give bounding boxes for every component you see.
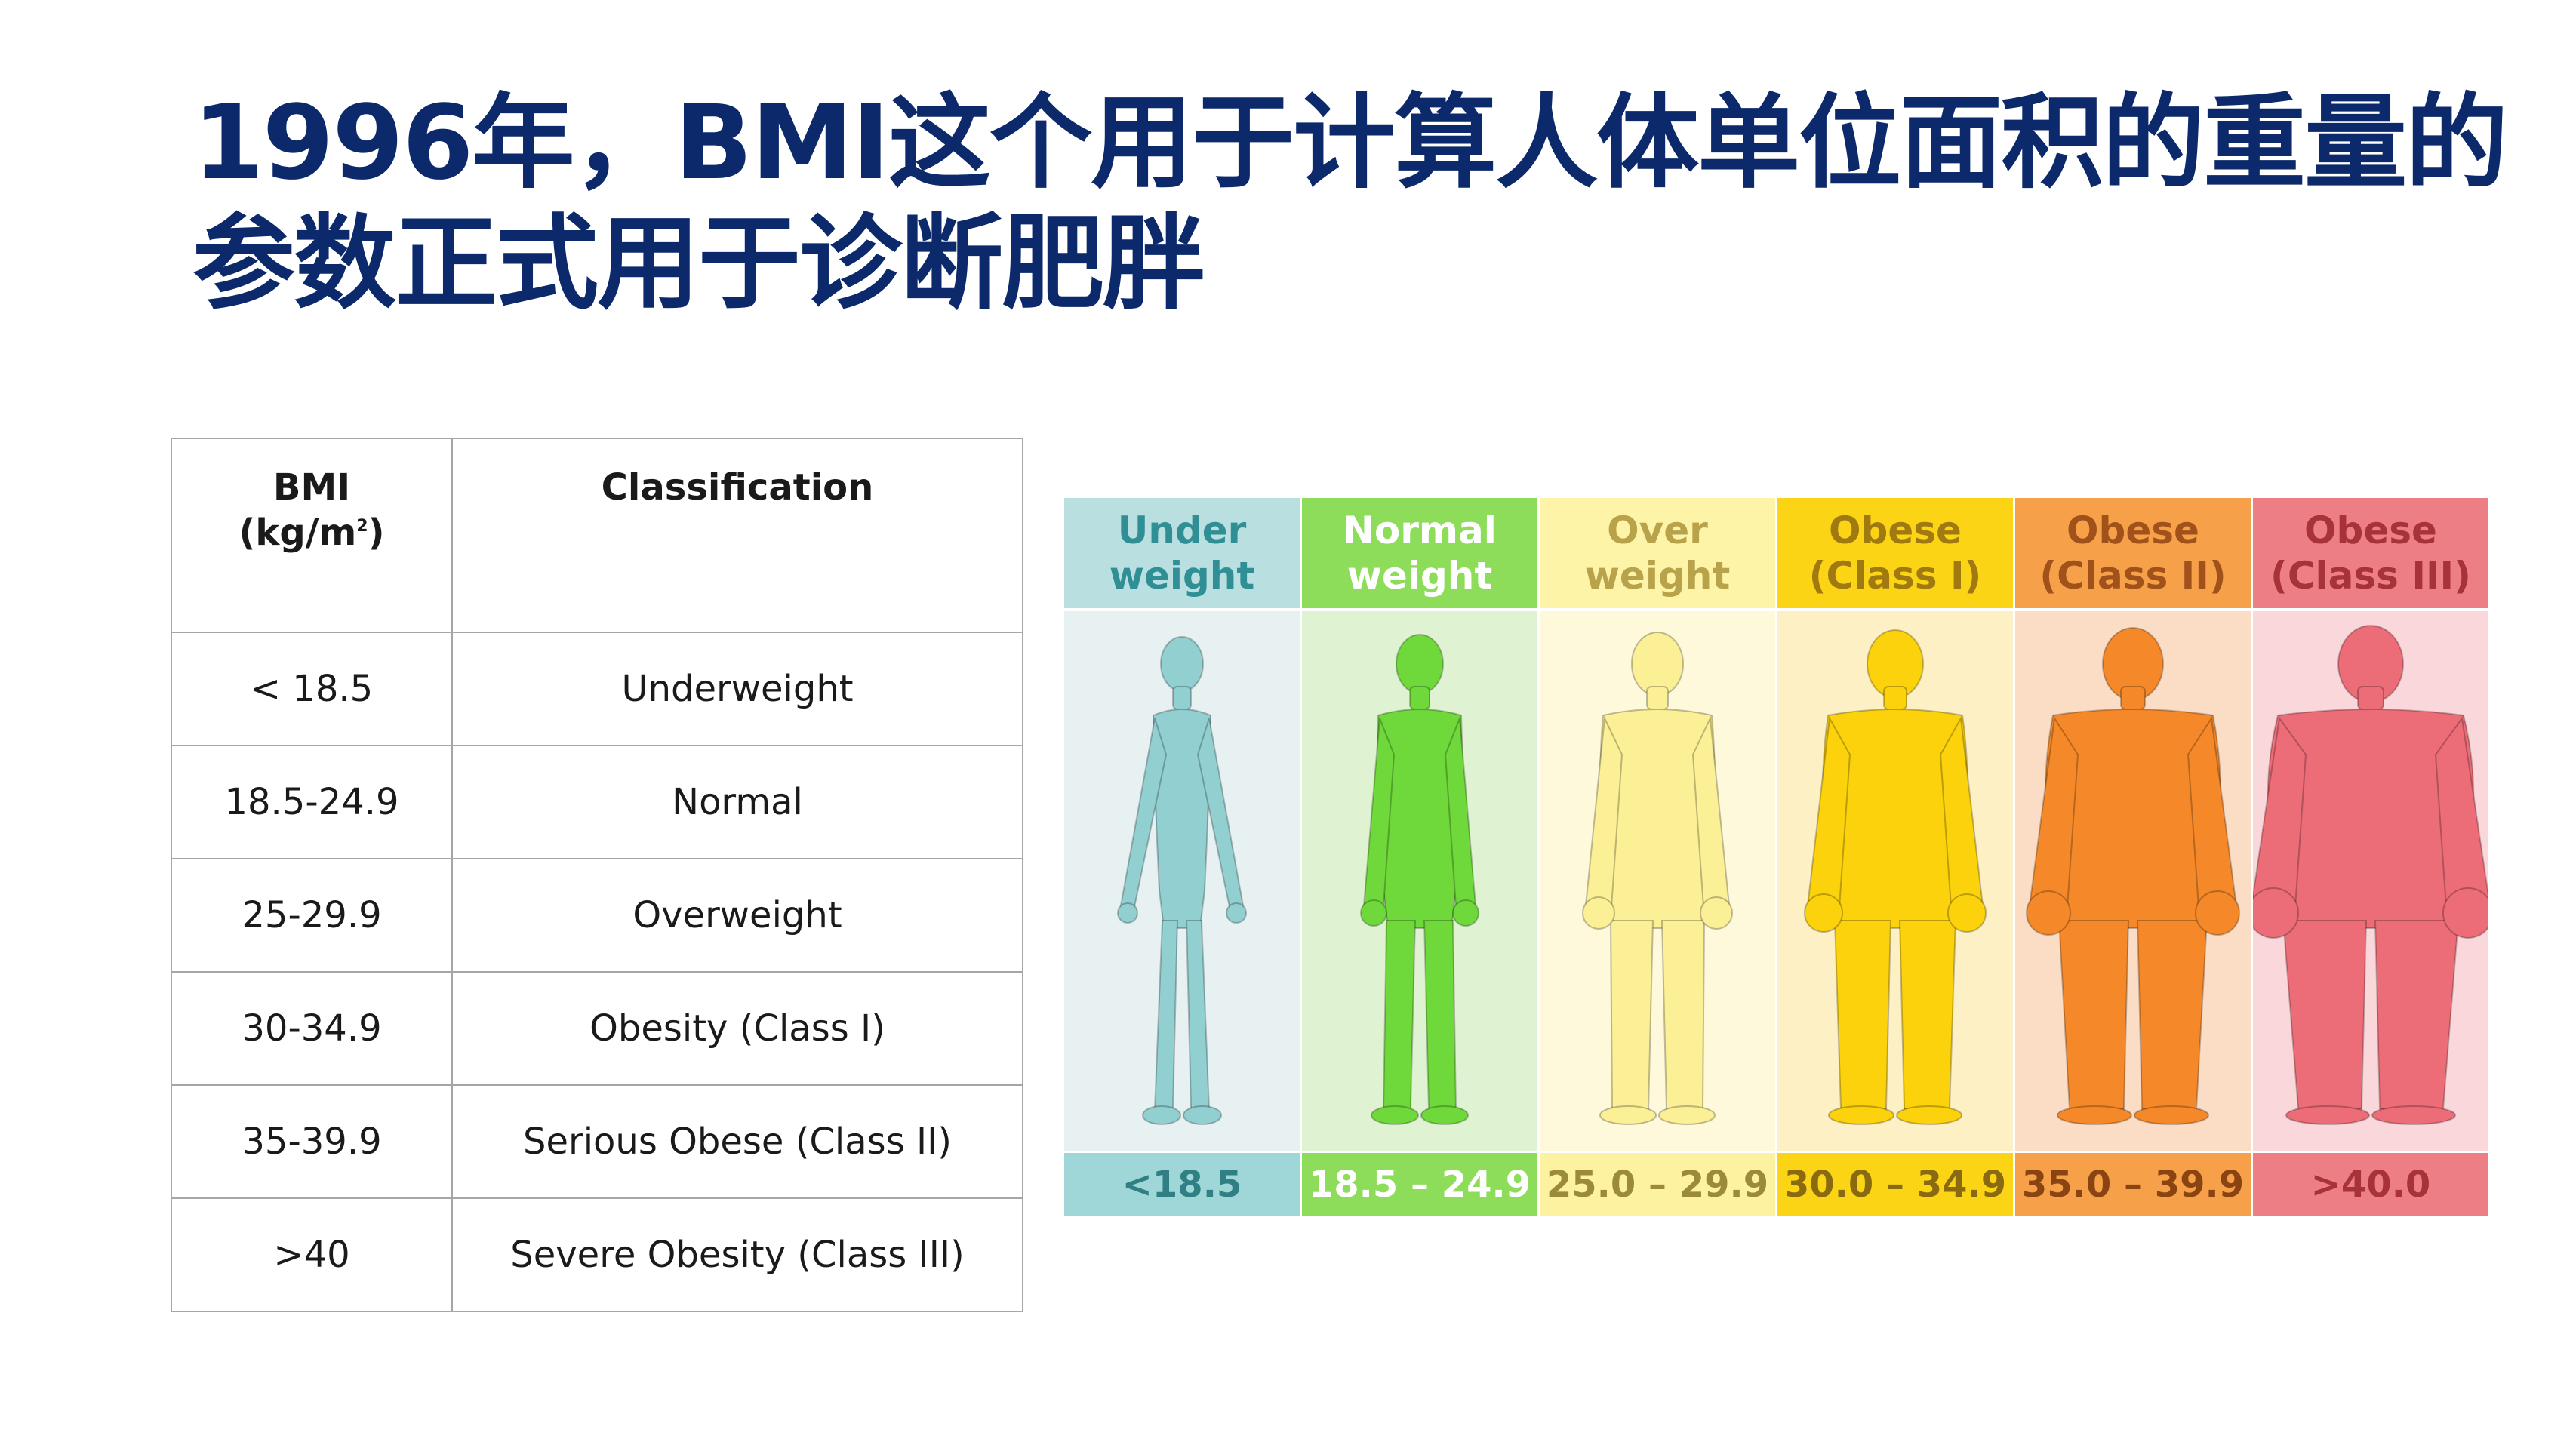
category-label-line1: Under xyxy=(1117,509,1247,552)
category-header: Obese (Class III) xyxy=(2253,498,2488,608)
classification-cell: Normal xyxy=(451,745,1023,859)
page-title: 1996年，BMI这个用于计算人体单位面积的重量的 参数正式用于诊断肥胖 xyxy=(192,83,2508,324)
category-label-line2: (Class II) xyxy=(2039,554,2227,598)
category-range: 18.5 – 24.9 xyxy=(1302,1153,1537,1216)
category-overweight: Over weight 25.0 – 29.9 xyxy=(1540,498,1775,1216)
category-figure-panel xyxy=(1540,611,1775,1151)
bmi-range-cell: >40 xyxy=(171,1197,453,1312)
category-label-line1: Normal xyxy=(1343,509,1497,552)
header-bmi-label: BMI xyxy=(272,466,351,509)
category-obese-class-3: Obese (Class III) >40.0 xyxy=(2253,498,2488,1216)
body-silhouette-icon xyxy=(1582,632,1733,1125)
silhouette-shape xyxy=(2026,627,2240,1125)
category-figure-panel xyxy=(1064,611,1300,1151)
classification-cell: Severe Obesity (Class III) xyxy=(451,1197,1023,1312)
category-obese-class-2: Obese (Class II) 35.0 – 39.9 xyxy=(2015,498,2251,1216)
category-label-line2: (Class III) xyxy=(2270,554,2471,598)
silhouette-shape xyxy=(1360,634,1479,1125)
category-range: >40.0 xyxy=(2253,1153,2488,1216)
classification-cell: Obesity (Class I) xyxy=(451,971,1023,1086)
classification-cell: Underweight xyxy=(451,632,1023,746)
category-range: <18.5 xyxy=(1064,1153,1300,1216)
classification-cell: Overweight xyxy=(451,858,1023,973)
bmi-range-cell: 35-39.9 xyxy=(171,1084,453,1199)
category-label-line2: (Class I) xyxy=(1808,554,1982,598)
category-header: Obese (Class II) xyxy=(2015,498,2251,608)
unit-close: ) xyxy=(368,512,385,554)
category-obese-class-1: Obese (Class I) 30.0 – 34.9 xyxy=(1777,498,2013,1216)
silhouette-shape xyxy=(2253,625,2488,1125)
category-normal-weight: Normal weight 18.5 – 24.9 xyxy=(1302,498,1537,1216)
category-label-line1: Obese xyxy=(1829,509,1962,552)
category-range: 25.0 – 29.9 xyxy=(1540,1153,1775,1216)
header-bmi-unit: (kg/m2) xyxy=(173,510,451,555)
category-header: Over weight xyxy=(1540,498,1775,608)
category-header: Under weight xyxy=(1064,498,1300,608)
silhouette-shape xyxy=(1582,632,1733,1125)
bmi-range-cell: 18.5-24.9 xyxy=(171,745,453,859)
bmi-range-cell: 25-29.9 xyxy=(171,858,453,973)
category-label-line1: Obese xyxy=(2304,509,2437,552)
category-label-line1: Over xyxy=(1607,509,1708,552)
category-figure-panel xyxy=(1777,611,2013,1151)
unit-superscript: 2 xyxy=(356,517,368,536)
table-header-row: BMI (kg/m2) Classification xyxy=(171,438,1023,633)
classification-cell: Serious Obese (Class II) xyxy=(451,1084,1023,1199)
category-label-line2: weight xyxy=(1346,554,1493,598)
bmi-range-cell: < 18.5 xyxy=(171,632,453,746)
silhouette-shape xyxy=(1804,629,1987,1125)
category-underweight: Under weight <18.5 xyxy=(1064,498,1300,1216)
unit-text: (kg/m xyxy=(239,512,357,554)
category-label-line1: Obese xyxy=(2067,509,2199,552)
body-silhouette-icon xyxy=(2026,627,2240,1125)
title-line-1: 1996年，BMI这个用于计算人体单位面积的重量的 xyxy=(192,84,2508,203)
category-header: Obese (Class I) xyxy=(1777,498,2013,608)
category-figure-panel xyxy=(1302,611,1537,1151)
category-label-line2: weight xyxy=(1109,554,1255,598)
category-label-line2: weight xyxy=(1584,554,1731,598)
header-bmi: BMI (kg/m2) xyxy=(171,438,453,633)
header-classification: Classification xyxy=(451,438,1023,633)
category-figure-panel xyxy=(2253,611,2488,1151)
silhouette-shape xyxy=(1117,636,1247,1125)
body-silhouette-icon xyxy=(2253,625,2488,1125)
title-line-2: 参数正式用于诊断肥胖 xyxy=(192,204,1205,324)
category-range: 35.0 – 39.9 xyxy=(2015,1153,2251,1216)
bmi-body-shape-chart: Under weight <18.5 Normal weight 18.5 – … xyxy=(1064,498,2491,1216)
category-header: Normal weight xyxy=(1302,498,1537,608)
body-silhouette-icon xyxy=(1804,629,1987,1125)
body-silhouette-icon xyxy=(1360,634,1479,1125)
category-figure-panel xyxy=(2015,611,2251,1151)
category-range: 30.0 – 34.9 xyxy=(1777,1153,2013,1216)
body-silhouette-icon xyxy=(1117,636,1247,1125)
bmi-range-cell: 30-34.9 xyxy=(171,971,453,1086)
